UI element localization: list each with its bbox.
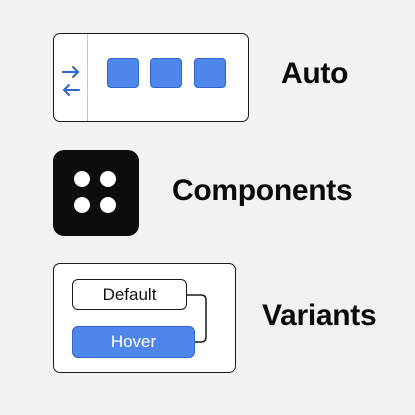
variant-default-button[interactable]: Default: [72, 279, 187, 310]
components-label: Components: [172, 174, 353, 207]
component-dot: [74, 171, 90, 187]
auto-panel-divider: [87, 34, 88, 121]
variants-panel: Default Hover: [53, 263, 236, 373]
components-icon: [53, 150, 139, 236]
component-dot: [100, 171, 116, 187]
variant-hover-button[interactable]: Hover: [72, 326, 195, 358]
auto-item-box: [107, 58, 139, 88]
variant-connector-icon: [187, 294, 207, 343]
auto-item-box: [194, 58, 226, 88]
auto-item-box: [150, 58, 182, 88]
auto-label: Auto: [281, 57, 349, 90]
auto-layout-panel: [53, 33, 249, 122]
component-dot: [74, 197, 90, 213]
swap-arrows-icon: [62, 66, 80, 96]
component-dot: [100, 197, 116, 213]
variants-label: Variants: [262, 299, 377, 332]
